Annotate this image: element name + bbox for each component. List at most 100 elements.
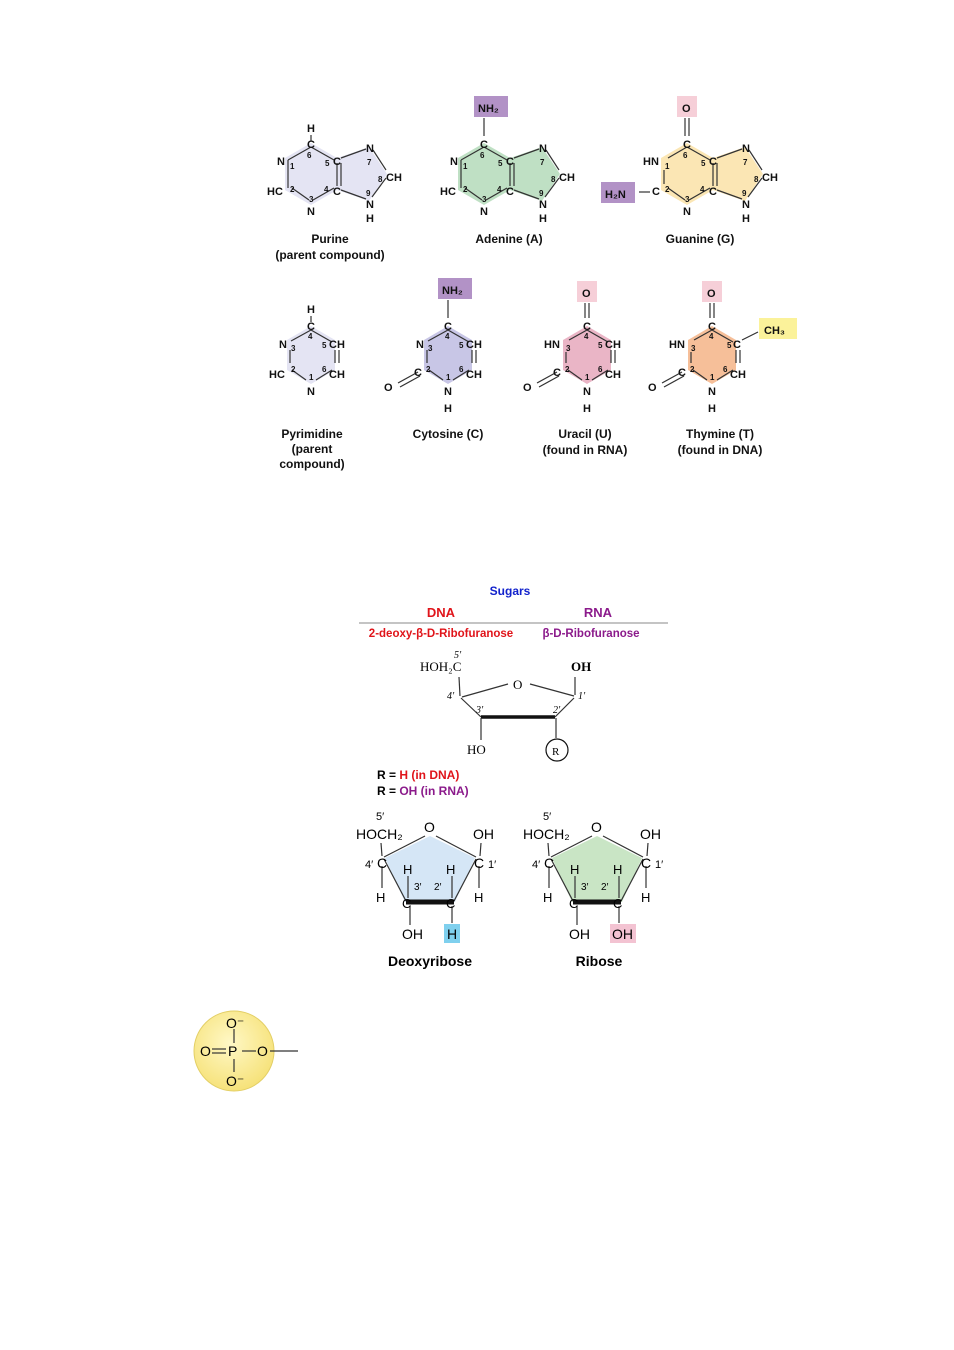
svg-text:C: C — [377, 855, 387, 871]
svg-text:CH: CH — [762, 172, 778, 184]
svg-text:C: C — [583, 321, 591, 333]
svg-text:4′: 4′ — [447, 691, 455, 702]
purine-five-ring — [337, 147, 387, 201]
svg-text:1: 1 — [290, 162, 295, 171]
svg-text:C: C — [709, 156, 717, 168]
phosphate-atom: P — [228, 1043, 237, 1059]
generic-ring-oxygen: O — [513, 677, 522, 692]
uracil-sublabel: (found in RNA) — [543, 443, 628, 457]
ribose-c2-oh: OH — [612, 926, 633, 942]
svg-text:N: N — [366, 199, 374, 211]
svg-text:C: C — [506, 186, 514, 198]
svg-text:H: H — [376, 890, 385, 905]
svg-text:2′: 2′ — [601, 882, 609, 893]
adenine-amine-group: NH₂ — [478, 103, 499, 115]
svg-text:H: H — [403, 862, 412, 877]
svg-text:C: C — [474, 855, 484, 871]
svg-text:N: N — [742, 199, 750, 211]
svg-text:H: H — [708, 403, 716, 415]
svg-text:3′: 3′ — [414, 882, 422, 893]
thymine-ring — [688, 326, 736, 384]
deoxyribose-label: Deoxyribose — [388, 953, 472, 969]
thymine-oxo-highlight — [702, 281, 722, 302]
guanine-six-ring — [661, 143, 713, 205]
svg-text:6: 6 — [480, 151, 485, 160]
svg-text:C: C — [641, 855, 651, 871]
svg-text:3: 3 — [291, 344, 296, 353]
svg-text:CH: CH — [605, 369, 621, 381]
svg-text:6: 6 — [598, 365, 603, 374]
svg-text:5′: 5′ — [543, 811, 551, 823]
svg-text:2′: 2′ — [553, 705, 561, 716]
svg-text:HN: HN — [643, 156, 659, 168]
svg-text:HC: HC — [267, 186, 283, 198]
svg-text:3: 3 — [482, 195, 487, 204]
r-definition-rna: R = OH (in RNA) — [377, 784, 469, 798]
rna-heading: RNA — [584, 605, 613, 620]
svg-text:H: H — [543, 890, 552, 905]
cytosine-ring — [424, 326, 472, 384]
cytosine-amine-highlight — [438, 278, 472, 299]
svg-text:CH: CH — [605, 339, 621, 351]
svg-text:H: H — [613, 862, 622, 877]
svg-text:7: 7 — [540, 158, 545, 167]
svg-text:N: N — [366, 143, 374, 155]
svg-text:3: 3 — [685, 195, 690, 204]
pyrimidine-ring — [287, 326, 335, 384]
svg-text:5: 5 — [322, 341, 327, 350]
svg-text:O: O — [523, 382, 532, 394]
thymine-sublabel: (found in DNA) — [678, 443, 763, 457]
svg-text:8: 8 — [378, 175, 383, 184]
svg-text:H: H — [539, 213, 547, 225]
svg-text:1: 1 — [585, 373, 590, 382]
ribose-c1-oh: OH — [640, 826, 661, 842]
ribose-c3-oh: OH — [569, 926, 590, 942]
svg-text:4: 4 — [308, 332, 313, 341]
phosphate-oxygen-left: O — [200, 1043, 211, 1059]
uracil-label: Uracil (U) — [558, 427, 611, 441]
svg-text:5: 5 — [325, 159, 330, 168]
purine-label: Purine — [311, 232, 349, 246]
ribose-structure: 5′ HOCH₂ O OH 4′ C C 1′ H H 3′ 2′ H H C … — [523, 811, 663, 943]
svg-text:6: 6 — [322, 365, 327, 374]
dna-heading: DNA — [427, 605, 456, 620]
svg-text:4: 4 — [324, 185, 329, 194]
svg-text:N: N — [583, 386, 591, 398]
deoxyribose-ring-oxygen: O — [424, 819, 435, 835]
r-definition-dna: R = H (in DNA) — [377, 768, 459, 782]
svg-text:O: O — [648, 382, 657, 394]
svg-text:4: 4 — [584, 332, 589, 341]
uracil-oxo-group: O — [582, 288, 591, 300]
svg-text:N: N — [480, 206, 488, 218]
svg-text:HN: HN — [669, 339, 685, 351]
uracil-oxo-highlight — [577, 281, 597, 302]
guanine-oxo-group: O — [682, 103, 691, 115]
svg-text:1′: 1′ — [655, 859, 663, 871]
generic-anomeric-oh: OH — [571, 659, 591, 674]
svg-text:H: H — [641, 890, 650, 905]
svg-text:C: C — [613, 896, 622, 911]
svg-text:H: H — [307, 304, 315, 316]
adenine-label: Adenine (A) — [475, 232, 542, 246]
svg-text:9: 9 — [539, 189, 544, 198]
svg-text:C: C — [480, 139, 488, 151]
svg-text:2: 2 — [290, 185, 295, 194]
svg-text:N: N — [683, 206, 691, 218]
svg-text:O: O — [384, 382, 393, 394]
svg-text:6: 6 — [723, 365, 728, 374]
svg-text:5: 5 — [498, 159, 503, 168]
svg-text:7: 7 — [367, 158, 372, 167]
svg-text:C: C — [553, 367, 561, 379]
adenine-structure: NH₂ C 6 N 1 C 5 N 7 CH 8 HC 2 C 4 9 N 3 … — [440, 96, 575, 225]
svg-text:2: 2 — [690, 365, 695, 374]
svg-text:N: N — [539, 143, 547, 155]
svg-text:CH: CH — [329, 339, 345, 351]
svg-text:1: 1 — [665, 162, 670, 171]
svg-text:N: N — [539, 199, 547, 211]
svg-text:5′: 5′ — [376, 811, 384, 823]
guanine-amine-highlight — [601, 182, 635, 203]
thymine-methyl-group: CH₃ — [764, 325, 785, 337]
svg-text:1: 1 — [463, 162, 468, 171]
svg-text:C: C — [569, 896, 578, 911]
svg-text:1: 1 — [446, 373, 451, 382]
